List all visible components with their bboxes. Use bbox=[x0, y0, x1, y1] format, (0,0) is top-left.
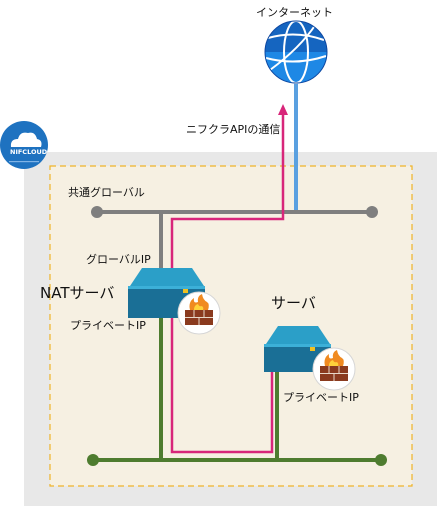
globe-icon bbox=[264, 20, 328, 84]
global-network-label: 共通グローバル bbox=[68, 186, 145, 199]
internet-label: インターネット bbox=[256, 6, 333, 19]
nat-firewall-icon bbox=[177, 291, 221, 335]
private-line-endpoint-right bbox=[375, 454, 387, 466]
server-label: サーバ bbox=[271, 294, 316, 312]
nat-private-ip-label: プライベートIP bbox=[70, 319, 146, 332]
api-communication-path bbox=[170, 112, 285, 454]
global-line-endpoint-left bbox=[91, 206, 103, 218]
global-ip-label: グローバルIP bbox=[86, 253, 151, 266]
server-private-ip-label: プライベートIP bbox=[283, 391, 359, 404]
cloud-logo-icon bbox=[0, 121, 48, 169]
server-firewall-icon bbox=[312, 347, 356, 391]
nat-server-label: NATサーバ bbox=[40, 284, 115, 302]
global-line-endpoint-right bbox=[366, 206, 378, 218]
api-communication-label: ニフクラAPIの通信 bbox=[186, 123, 281, 136]
private-line-endpoint-left bbox=[87, 454, 99, 466]
logo-text: NIFCLOUD bbox=[10, 148, 48, 156]
api-path-arrowhead bbox=[278, 104, 288, 115]
